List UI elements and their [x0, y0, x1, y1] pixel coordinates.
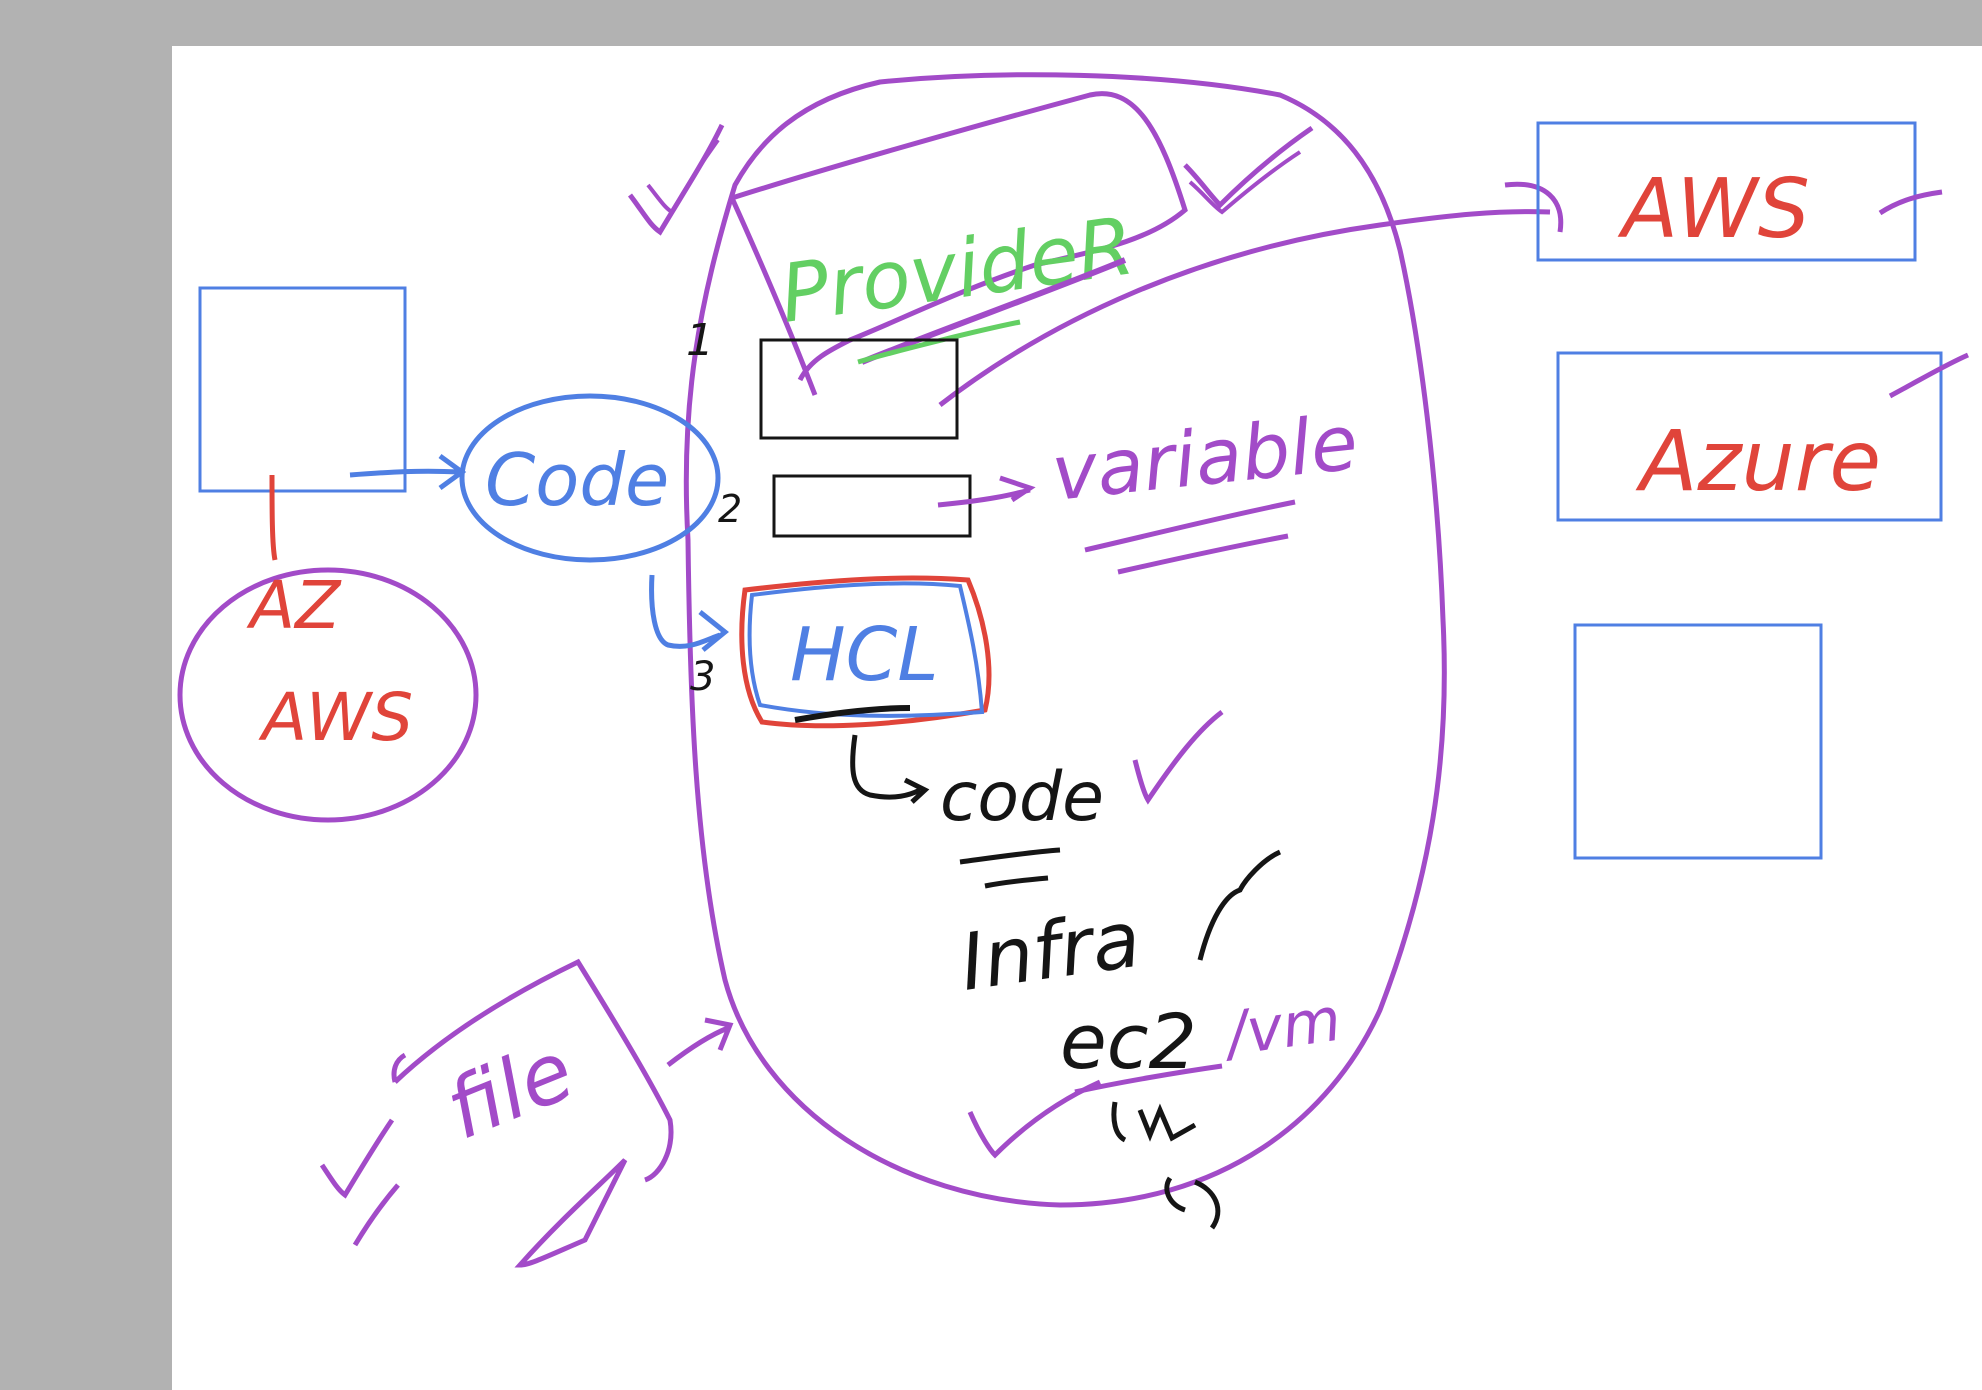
provider-to-aws-connector — [940, 212, 1550, 405]
hcl-blue-outline — [750, 583, 982, 715]
ec2-underline — [1075, 1066, 1222, 1092]
hcl-label: HCL — [790, 612, 939, 698]
checkmark-code — [1135, 712, 1222, 800]
file-tag-outline — [394, 962, 671, 1180]
checkmark-ec2 — [970, 1082, 1100, 1155]
ec2-sub-mark-2 — [1167, 1178, 1218, 1228]
vm-text: /vm — [1217, 985, 1345, 1071]
box-2 — [774, 476, 970, 536]
code-label: Code — [485, 438, 669, 522]
azure-box-label: Azure — [1635, 412, 1881, 510]
provider-label: ProvideR — [775, 199, 1140, 341]
checkmark-top-left-2 — [648, 140, 718, 212]
ec2-sub-mark-1 — [1114, 1102, 1195, 1140]
variable-label: variable — [1048, 397, 1362, 518]
number-1: 1 — [686, 315, 714, 366]
azure-box-mark — [1890, 355, 1968, 396]
main-enclosing-outline — [686, 75, 1444, 1205]
provider-tag-outline — [732, 94, 1185, 395]
box-1 — [761, 340, 957, 438]
provider-underline — [862, 260, 1125, 362]
code-to-hcl-arrow — [652, 575, 725, 650]
code-underline-2 — [985, 878, 1048, 886]
infra-trailing-mark — [1200, 852, 1280, 960]
variable-underline-1 — [1085, 502, 1295, 550]
variable-underline-2 — [1118, 536, 1288, 572]
azure-box — [1558, 353, 1941, 520]
checkmark-top-right — [1185, 128, 1312, 205]
code-text: code — [940, 758, 1104, 837]
hcl-red-outline — [742, 578, 989, 726]
left-empty-box — [200, 288, 405, 491]
infra-text: Infra — [955, 895, 1146, 1009]
file-to-main-arrow — [668, 1020, 730, 1065]
aws-box-label: AWS — [1617, 162, 1810, 257]
number-3: 3 — [690, 654, 715, 700]
code-underline-1 — [960, 850, 1060, 862]
box2-to-variable-arrow — [938, 478, 1030, 505]
number-2: 2 — [718, 487, 742, 531]
file-left-marks — [322, 1120, 398, 1245]
hcl-to-code-arrow — [853, 735, 925, 802]
aws-circle-label: AWS — [258, 679, 413, 756]
left-box-red-connector — [272, 475, 275, 560]
az-aws-circle — [180, 570, 476, 820]
file-label: file — [434, 1023, 587, 1158]
file-inner-outline — [520, 1160, 625, 1265]
provider-to-aws-arrowhead — [1505, 184, 1561, 232]
checkmark-top-left — [630, 125, 722, 232]
empty-box-right — [1575, 625, 1821, 858]
az-label: AZ — [246, 567, 342, 644]
hcl-underline — [795, 708, 910, 720]
aws-box — [1538, 123, 1915, 260]
aws-box-mark — [1880, 192, 1942, 213]
code-ellipse — [462, 396, 718, 560]
checkmark-top-right-2 — [1190, 152, 1300, 212]
